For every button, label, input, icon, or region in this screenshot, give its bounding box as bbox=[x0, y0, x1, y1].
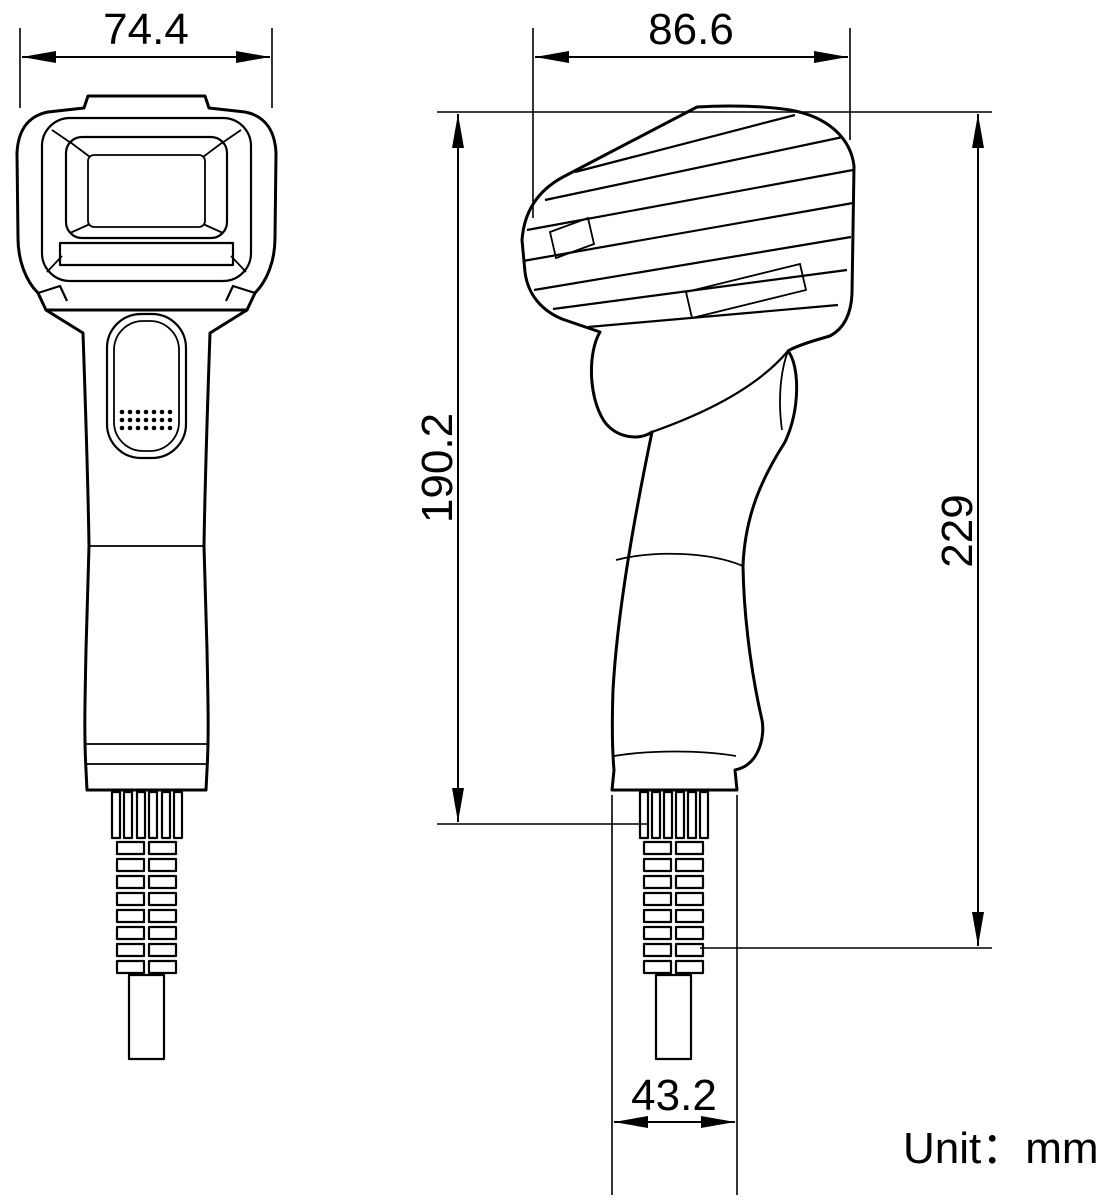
side-head-ribs bbox=[522, 113, 854, 329]
speaker-dots bbox=[119, 409, 173, 431]
dim-body-height-value: 190.2 bbox=[413, 413, 462, 523]
front-strain-relief-comb bbox=[110, 790, 184, 840]
side-window-detail bbox=[548, 216, 596, 260]
dim-side-width: 86.6 bbox=[532, 5, 851, 218]
side-cable bbox=[654, 973, 693, 1061]
side-strain-relief-comb bbox=[638, 790, 710, 840]
front-handle-outline bbox=[44, 308, 249, 792]
unit-label: Unit：mm bbox=[903, 1124, 1099, 1173]
dim-body-height: 190.2 bbox=[413, 114, 648, 825]
front-bezel bbox=[40, 116, 253, 283]
front-cable bbox=[127, 973, 166, 1061]
dim-front-width: 74.4 bbox=[19, 5, 273, 108]
front-view-drawing bbox=[15, 94, 278, 1061]
dim-base-width-value: 43.2 bbox=[631, 1071, 717, 1120]
dim-front-width-value: 74.4 bbox=[103, 5, 189, 54]
side-label-recess bbox=[684, 262, 808, 320]
side-body-outline bbox=[520, 104, 856, 792]
front-inner-window bbox=[87, 154, 206, 228]
dim-base-width: 43.2 bbox=[611, 795, 738, 1195]
dim-side-width-value: 86.6 bbox=[648, 5, 734, 54]
dim-total-height-value: 229 bbox=[933, 494, 982, 567]
side-cable-boot bbox=[642, 840, 705, 975]
front-cable-boot bbox=[115, 840, 178, 975]
front-scan-window bbox=[64, 135, 229, 240]
side-view-drawing bbox=[520, 104, 856, 1061]
dim-total-height: 229 bbox=[700, 114, 992, 949]
front-lens-slit bbox=[58, 241, 235, 267]
front-trigger bbox=[105, 312, 188, 460]
